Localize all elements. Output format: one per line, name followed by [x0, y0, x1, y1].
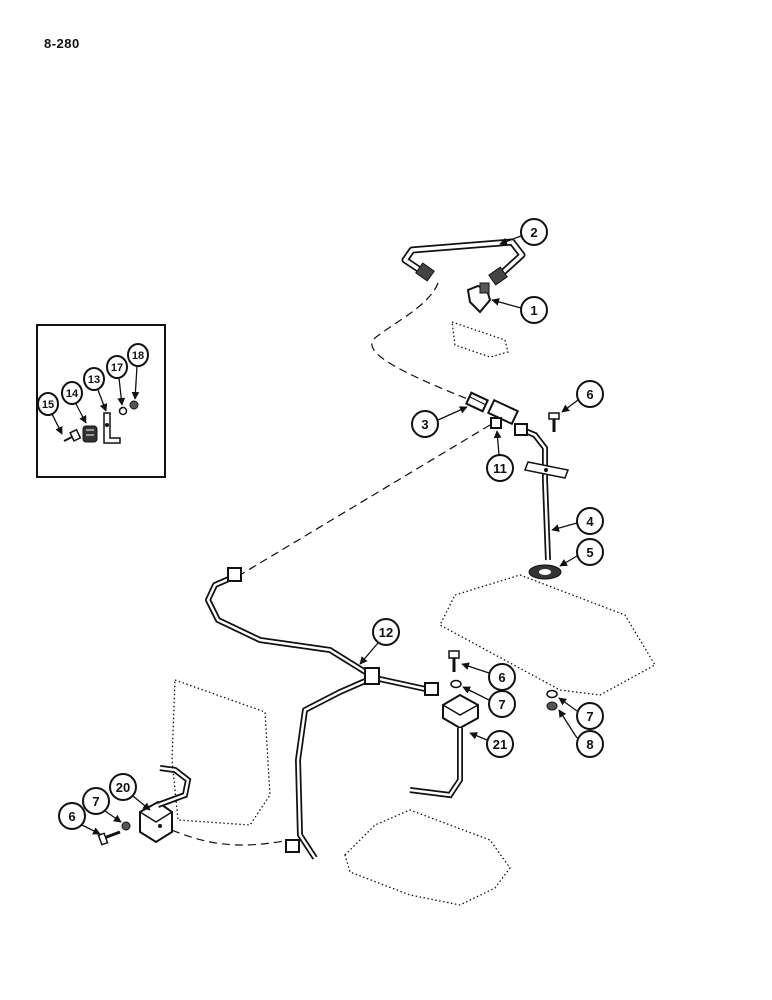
- dashed-connector-top: [371, 282, 471, 401]
- tube-2: [401, 238, 526, 286]
- svg-text:3: 3: [421, 417, 428, 432]
- callout-11: 11: [486, 430, 514, 482]
- bolt-6-upper: [548, 412, 560, 432]
- callout-2: 2: [499, 218, 548, 246]
- svg-text:2: 2: [530, 225, 537, 240]
- svg-text:7: 7: [586, 709, 593, 724]
- callout-18: 18: [127, 343, 149, 400]
- svg-text:8: 8: [586, 737, 593, 752]
- mounting-pad: [451, 321, 509, 358]
- page-code: 8-280: [44, 36, 80, 51]
- bolt-6-middle: [448, 650, 460, 672]
- svg-text:13: 13: [88, 374, 100, 386]
- callout-15: 15: [37, 392, 63, 435]
- svg-text:18: 18: [132, 350, 144, 362]
- block-20: [139, 765, 192, 844]
- callout-6-left: 6: [58, 802, 101, 835]
- svg-text:17: 17: [111, 362, 123, 374]
- callout-8: 8: [558, 709, 604, 758]
- callout-21: 21: [469, 730, 514, 758]
- gasket-5: [528, 564, 562, 580]
- svg-text:12: 12: [379, 625, 393, 640]
- callout-20: 20: [109, 773, 151, 811]
- callout-7-right: 7: [558, 697, 604, 730]
- engine-panel-left: [171, 679, 271, 826]
- inset-bolt-icon: [63, 428, 82, 442]
- callout-1: 1: [491, 296, 548, 324]
- inset-bracket-icon: [103, 412, 121, 444]
- svg-text:6: 6: [586, 387, 593, 402]
- dashed-connector-bottom: [159, 824, 291, 846]
- callout-14: 14: [61, 381, 87, 424]
- washer-7-left: [121, 821, 131, 831]
- washer-7-middle: [450, 679, 462, 689]
- washer-7-right: [546, 689, 558, 699]
- svg-text:7: 7: [498, 697, 505, 712]
- svg-text:21: 21: [493, 737, 507, 752]
- dashed-connector-middle: [239, 424, 491, 576]
- svg-text:14: 14: [66, 388, 79, 400]
- svg-text:20: 20: [116, 780, 130, 795]
- callout-6-middle: 6: [461, 662, 516, 691]
- tube-4: [514, 423, 570, 561]
- tube-12: [205, 567, 439, 860]
- callout-5: 5: [559, 538, 604, 567]
- callout-7-left: 7: [82, 787, 122, 823]
- svg-text:11: 11: [493, 461, 507, 476]
- callout-7-middle: 7: [462, 686, 516, 718]
- inset-nut-icon: [129, 400, 139, 410]
- tee-fitting-11: [486, 398, 520, 429]
- callout-13: 13: [83, 367, 108, 412]
- engine-panel-right: [439, 574, 656, 696]
- connector-fitting-3: [464, 391, 490, 413]
- block-21: [409, 693, 479, 799]
- engine-panel-bottom: [344, 809, 511, 906]
- svg-text:5: 5: [586, 545, 593, 560]
- elbow-fitting-1: [466, 282, 492, 314]
- nut-8: [546, 701, 558, 711]
- callout-12: 12: [359, 618, 400, 665]
- callout-6-upper: 6: [561, 380, 604, 413]
- svg-text:4: 4: [586, 514, 594, 529]
- inset-clamp-icon: [82, 425, 98, 443]
- svg-text:15: 15: [42, 399, 54, 411]
- callout-3: 3: [411, 406, 468, 438]
- svg-text:6: 6: [68, 809, 75, 824]
- callout-4: 4: [551, 507, 604, 535]
- inset-box: 15 14 13 17 18: [36, 324, 166, 478]
- bolt-6-left: [97, 830, 121, 846]
- svg-text:7: 7: [92, 794, 99, 809]
- svg-text:1: 1: [530, 303, 537, 318]
- callout-17: 17: [106, 355, 128, 406]
- inset-washer-icon: [118, 406, 128, 416]
- svg-text:6: 6: [498, 670, 505, 685]
